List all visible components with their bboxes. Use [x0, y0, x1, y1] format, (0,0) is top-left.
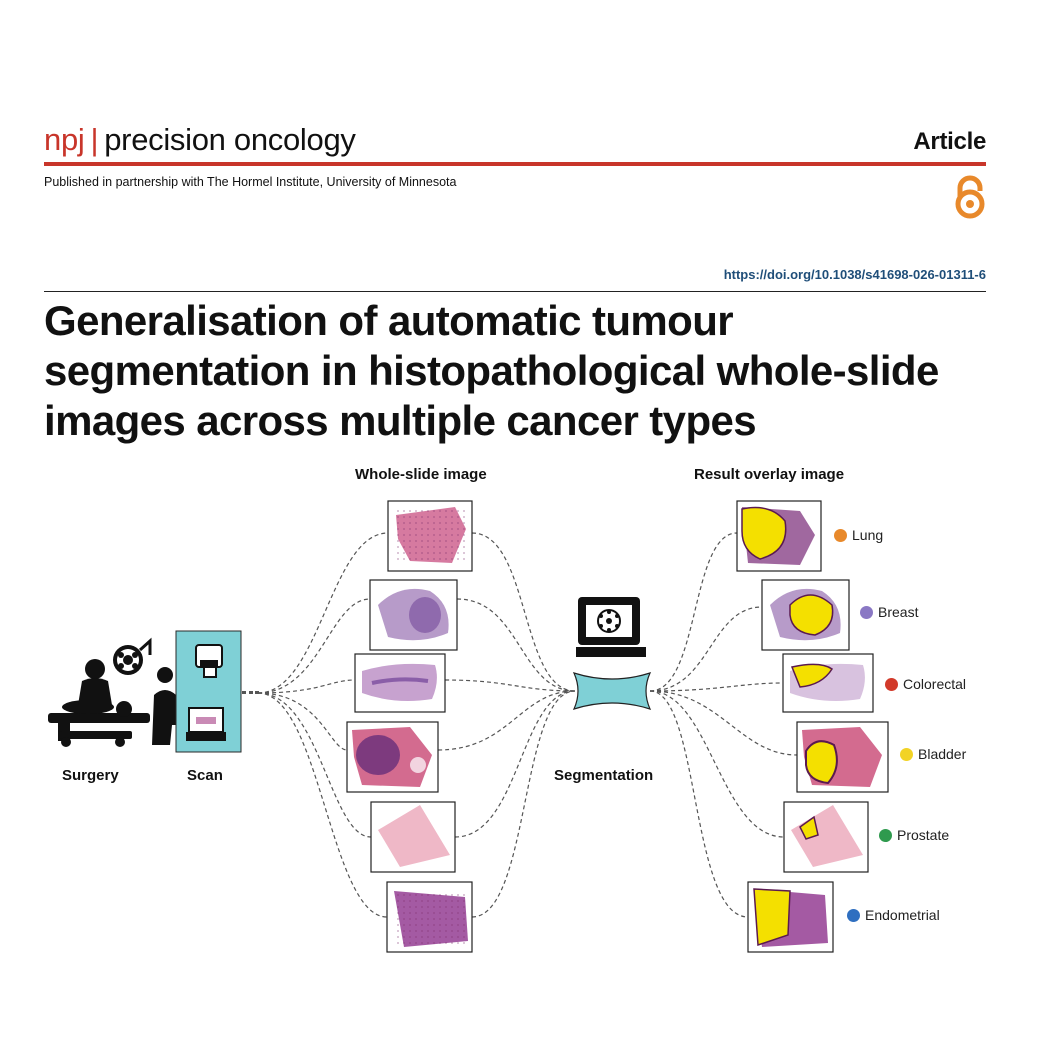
wsi-colorectal — [354, 653, 446, 713]
result-bladder — [796, 721, 889, 793]
legend-label-lung: Lung — [852, 527, 884, 543]
neural-network-computer-icon — [576, 597, 646, 657]
legend-label-endometrial: Endometrial — [865, 907, 940, 923]
legend-prostate: Prostate — [879, 827, 949, 843]
result-breast — [761, 579, 850, 651]
segmentation-label: Segmentation — [554, 767, 654, 784]
surgery-scene-icon — [48, 637, 186, 747]
result-endometrial — [747, 881, 834, 953]
legend-label-prostate: Prostate — [897, 827, 950, 843]
figure-canvas — [48, 500, 889, 953]
legend-dot-prostate — [879, 828, 892, 842]
legend-dot-lung — [834, 528, 847, 542]
result-thumbnails — [736, 500, 889, 953]
result-lung — [736, 500, 822, 572]
legend-lung: Lung — [834, 527, 883, 543]
model-to-result-connectors — [649, 532, 798, 918]
journal-prefix: npj — [44, 122, 85, 157]
legend-label-breast: Breast — [878, 604, 919, 620]
journal-title: precision oncology — [104, 122, 356, 157]
wsi-lung — [387, 500, 473, 572]
wsi-prostate — [370, 801, 456, 873]
result-heading: Result overlay image — [694, 466, 845, 483]
legend-bladder: Bladder — [900, 746, 966, 762]
wsi-bladder — [346, 721, 439, 793]
wsi-heading: Whole-slide image — [355, 466, 487, 483]
slide-scanner-icon — [175, 630, 242, 753]
legend-breast: Breast — [860, 604, 918, 620]
legend-label-bladder: Bladder — [918, 746, 967, 762]
legend-dot-bladder — [900, 747, 913, 761]
legend-label-colorectal: Colorectal — [903, 676, 967, 692]
article-type: Article — [913, 128, 986, 155]
legend-dot-endometrial — [847, 908, 860, 922]
journal-separator: | — [90, 122, 99, 157]
title-rule — [44, 291, 986, 292]
partnership-line: Published in partnership with The Hormel… — [44, 175, 457, 189]
wsi-thumbnails — [346, 500, 473, 953]
legend-endometrial: Endometrial — [847, 907, 940, 923]
wsi-breast — [369, 579, 458, 651]
open-access-lock-icon — [955, 175, 985, 219]
journal-name: npj|precision oncology — [44, 122, 356, 158]
result-prostate — [783, 801, 869, 873]
legend-dot-colorectal — [885, 677, 898, 691]
slide-to-model-connectors — [437, 532, 576, 918]
segmentation-model-icon — [572, 672, 652, 710]
result-colorectal — [782, 653, 874, 713]
surgery-label: Surgery — [62, 767, 119, 784]
doi-link[interactable]: https://doi.org/10.1038/s41698-026-01311… — [723, 267, 986, 282]
header-rule — [44, 162, 986, 166]
wsi-endometrial — [386, 881, 473, 953]
surgical-lamp-icon — [113, 637, 152, 675]
scan-to-slide-connectors — [257, 532, 389, 918]
legend-colorectal: Colorectal — [885, 676, 966, 692]
article-title: Generalisation of automatic tumour segme… — [44, 297, 939, 444]
graphical-abstract: Whole-slide image Result overlay image S… — [0, 455, 1044, 975]
scan-output-arrows — [242, 691, 259, 694]
scan-label: Scan — [187, 767, 223, 784]
legend-dot-breast — [860, 605, 873, 619]
